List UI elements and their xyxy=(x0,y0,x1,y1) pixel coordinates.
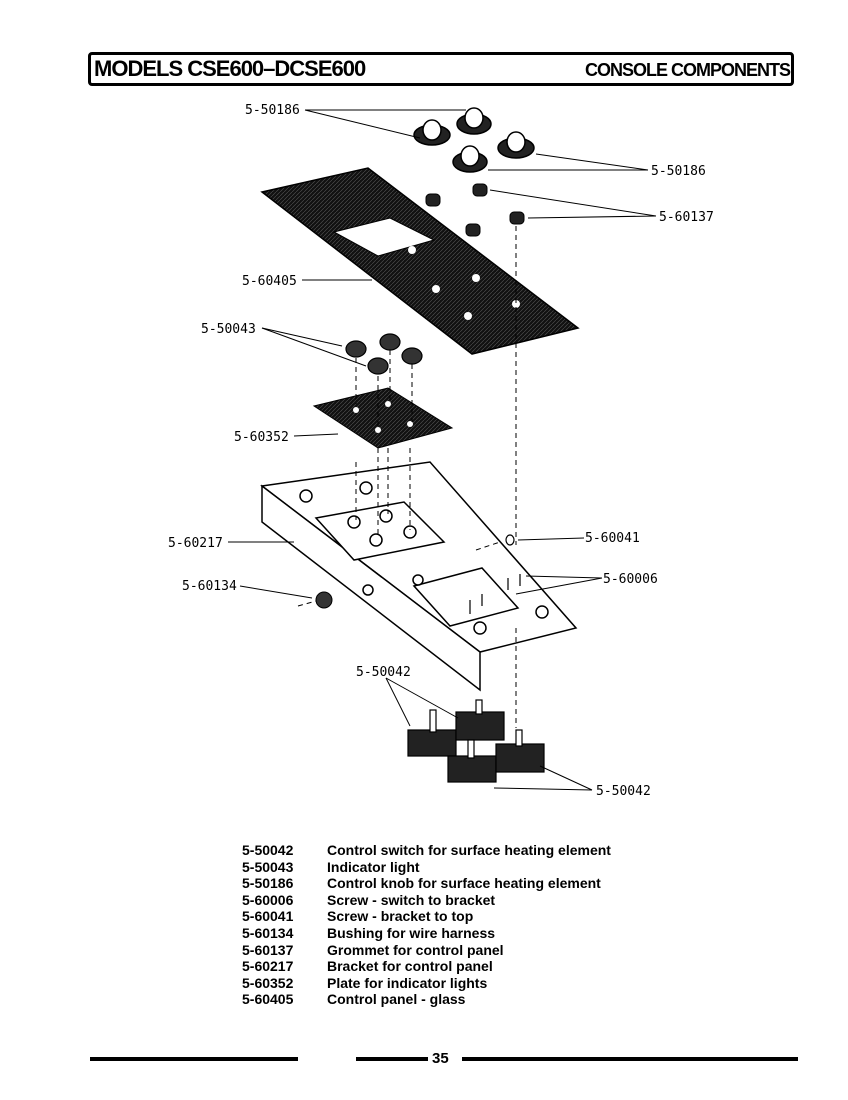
control-switch xyxy=(407,699,545,783)
legend-row: 5-60352 Plate for indicator lights xyxy=(242,975,611,992)
part-number: 5-50043 xyxy=(242,858,294,875)
models-title: MODELS CSE600–DCSE600 xyxy=(94,56,366,81)
part-description: Control knob for surface heating element xyxy=(327,875,601,892)
guide-line xyxy=(297,226,517,728)
footer-rule xyxy=(90,1057,298,1061)
callout-switch: 5-50042 xyxy=(596,784,651,799)
part-number: 5-50042 xyxy=(242,842,294,858)
legend-row: 5-60217 Bracket for control panel xyxy=(242,958,611,975)
bracket xyxy=(260,461,578,692)
part-number: 5-60041 xyxy=(242,908,294,925)
control-knob xyxy=(413,107,535,173)
callout-screw-switch: 5-60006 xyxy=(603,572,658,587)
part-description: Bracket for control panel xyxy=(327,958,493,975)
callout-indicator-plate: 5-60352 xyxy=(234,430,289,445)
leader-line xyxy=(228,109,657,791)
callout-screw-top: 5-60041 xyxy=(585,531,640,546)
part-number: 5-60217 xyxy=(242,958,294,975)
callout-bushing: 5-60134 xyxy=(182,579,237,594)
control-panel-glass xyxy=(260,167,580,355)
page-number: 35 xyxy=(432,1050,449,1067)
part-number: 5-60134 xyxy=(242,924,294,941)
legend-row: 5-50043 Indicator light xyxy=(242,859,611,876)
part-description: Grommet for control panel xyxy=(327,941,504,958)
callout-grommet: 5-60137 xyxy=(659,210,714,225)
footer-rule xyxy=(356,1057,428,1061)
screw xyxy=(469,534,521,614)
part-number: 5-60352 xyxy=(242,974,294,991)
part-description: Plate for indicator lights xyxy=(327,974,488,991)
part-description: Indicator light xyxy=(327,858,420,875)
parts-legend: 5-50042 Control switch for surface heatin… xyxy=(242,842,611,1008)
part-number: 5-60137 xyxy=(242,941,294,958)
legend-row: 5-60405 Control panel - glass xyxy=(242,991,611,1008)
legend-row: 5-60134 Bushing for wire harness xyxy=(242,925,611,942)
part-description: Bushing for wire harness xyxy=(327,924,496,941)
part-number: 5-60405 xyxy=(242,991,294,1008)
callout-knob: 5-50186 xyxy=(651,164,706,179)
part-description: Screw - bracket to top xyxy=(327,908,474,925)
legend-row: 5-50186 Control knob for surface heating … xyxy=(242,875,611,892)
callout-switch: 5-50042 xyxy=(356,665,411,680)
part-description: Control panel - glass xyxy=(327,991,466,1008)
indicator-light xyxy=(345,333,423,375)
grommet xyxy=(425,183,525,237)
legend-row: 5-50042 Control switch for surface heatin… xyxy=(242,842,611,859)
callout-indicator-light: 5-50043 xyxy=(201,322,256,337)
part-description: Screw - switch to bracket xyxy=(327,891,496,908)
part-description: Control switch for surface heating eleme… xyxy=(327,842,611,858)
footer-rule xyxy=(462,1057,798,1061)
bushing xyxy=(315,591,333,609)
indicator-plate xyxy=(312,387,454,449)
callout-bracket: 5-60217 xyxy=(168,536,223,551)
callout-panel-glass: 5-60405 xyxy=(242,274,297,289)
header-frame xyxy=(88,52,794,86)
legend-row: 5-60041 Screw - bracket to top xyxy=(242,908,611,925)
legend-row: 5-60137 Grommet for control panel xyxy=(242,942,611,959)
legend-row: 5-60006 Screw - switch to bracket xyxy=(242,892,611,909)
part-number: 5-50186 xyxy=(242,875,294,892)
callout-knob: 5-50186 xyxy=(245,103,300,118)
section-title: CONSOLE COMPONENTS xyxy=(584,60,791,80)
part-number: 5-60006 xyxy=(242,891,294,908)
